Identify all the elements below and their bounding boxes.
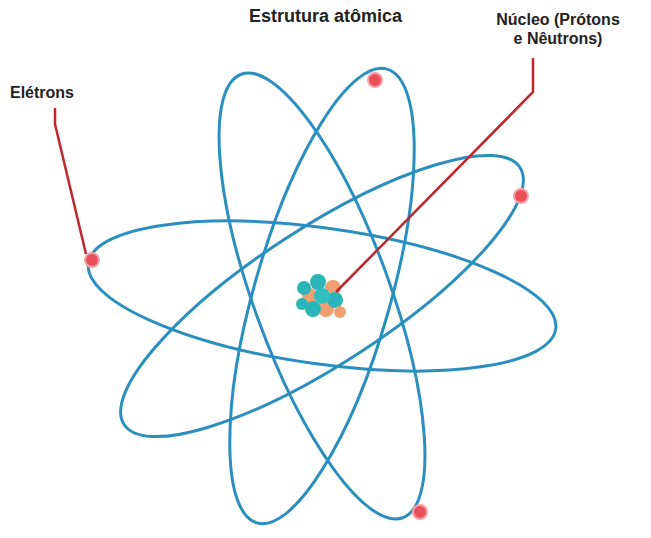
orbit <box>177 51 466 538</box>
electron-label: Elétrons <box>10 84 74 102</box>
leader-line <box>55 108 86 254</box>
nucleus-label: Núcleo (Prótons e Nêutrons) <box>473 10 643 48</box>
orbit <box>192 50 453 538</box>
electrons <box>85 73 528 519</box>
electron <box>413 505 427 519</box>
orbits <box>79 50 565 538</box>
nucleus <box>296 274 346 318</box>
electron <box>514 189 528 203</box>
electron <box>368 73 382 87</box>
orbit <box>87 110 557 481</box>
electron <box>85 253 99 267</box>
leader-line <box>336 58 533 292</box>
leader-lines <box>55 58 533 292</box>
orbit <box>79 196 565 396</box>
